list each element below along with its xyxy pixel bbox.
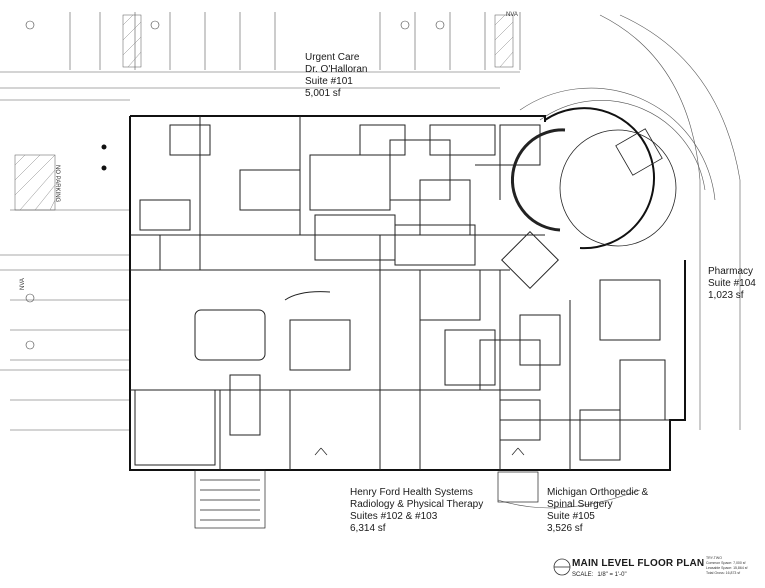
- column-dots: [101, 144, 107, 171]
- plan-title: MAIN LEVEL FLOOR PLAN: [572, 558, 705, 569]
- pharmacy-line-1: Pharmacy: [708, 266, 754, 277]
- entry-canopies: [194, 447, 539, 529]
- michigan-ortho-line-1: Michigan Orthopedic &: [547, 487, 649, 498]
- title-block: MAIN LEVEL FLOOR PLAN SCALE:1/8" = 1'-0": [548, 548, 763, 586]
- henry-ford-line-4: 6,314 sf: [350, 523, 386, 534]
- gross-value: 16,873 sf: [725, 571, 741, 575]
- scale-value: 1/8" = 1'-0": [597, 572, 627, 578]
- urgent-care-line-2: Dr. O'Halloran: [305, 64, 368, 75]
- michigan-ortho-line-2: Spinal Surgery: [547, 499, 613, 510]
- urgent-care-line-1: Urgent Care: [305, 52, 360, 63]
- road-label-top: NVA: [506, 12, 518, 18]
- henry-ford-line-1: Henry Ford Health Systems: [350, 487, 473, 498]
- hatched-stalls: [14, 14, 514, 211]
- rotunda: [510, 128, 677, 247]
- pharmacy-line-2: Suite #104: [708, 278, 756, 289]
- urgent-care-line-3: Suite #101: [305, 76, 353, 87]
- area-stats: TRY-TWO Common Space: 7,000 sf Leasable …: [706, 556, 747, 576]
- scale-label: SCALE:: [572, 572, 594, 578]
- urgent-care-line-4: 5,001 sf: [305, 88, 341, 99]
- pharmacy-label: Pharmacy Suite #104 1,023 sf: [708, 266, 756, 302]
- henry-ford-line-2: Radiology & Physical Therapy: [350, 499, 484, 510]
- site-symbols: [25, 20, 445, 350]
- michigan-ortho-label: Michigan Orthopedic & Spinal Surgery Sui…: [547, 487, 648, 535]
- gross-label: Total Gross:: [706, 571, 725, 575]
- road-label-left-vertical: NO PARKING: [54, 165, 60, 203]
- title-symbol: [553, 558, 571, 576]
- stats-header: TRY-TWO: [706, 556, 722, 560]
- henry-ford-line-3: Suites #102 & #103: [350, 511, 438, 522]
- plan-scale: SCALE:1/8" = 1'-0": [572, 572, 627, 578]
- common-value: 7,000 sf: [733, 561, 746, 565]
- leasable-value: 15,864 sf: [733, 566, 748, 570]
- pharmacy-line-3: 1,023 sf: [708, 290, 744, 301]
- road-label-left-side: NVA: [20, 278, 26, 290]
- building-outline: [129, 107, 686, 471]
- leasable-label: Leasable Space:: [706, 566, 733, 570]
- parking-lot: [0, 12, 521, 431]
- urgent-care-label: Urgent Care Dr. O'Halloran Suite #101 5,…: [305, 52, 368, 100]
- common-label: Common Space:: [706, 561, 733, 565]
- curved-drive: [497, 14, 741, 509]
- michigan-ortho-line-4: 3,526 sf: [547, 523, 583, 534]
- michigan-ortho-line-3: Suite #105: [547, 511, 595, 522]
- interior-walls: [130, 116, 670, 470]
- henry-ford-label: Henry Ford Health Systems Radiology & Ph…: [350, 487, 483, 535]
